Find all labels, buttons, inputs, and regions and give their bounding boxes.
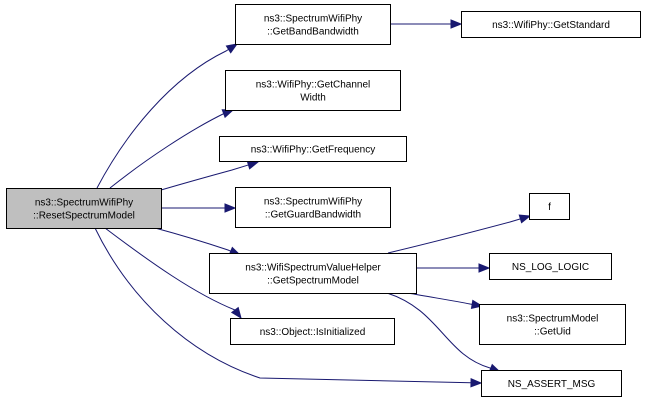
node-box [461,11,641,38]
node-label: ns3::WifiPhy::GetChannel [256,80,371,91]
node-nsAssertMsg[interactable]: NS_ASSERT_MSG [481,370,622,397]
edge-root-to-getBandBandwidth [96,43,239,189]
node-label: ns3::Object::IsInitialized [260,327,366,338]
edge-root-to-nsAssertMsg [94,227,483,388]
node-label: ns3::SpectrumModel [507,314,599,325]
node-label: f [548,202,551,213]
arrowhead-icon [230,306,242,320]
edge-root-to-isInitialized [104,227,242,320]
edge-line [104,227,236,311]
node-label: ::GetSpectrumModel [267,276,359,287]
node-box [230,318,395,345]
node-label: ns3::WifiPhy::GetFrequency [251,145,376,156]
node-getUid[interactable]: ns3::SpectrumModel::GetUid [479,304,626,345]
edges-layer [94,19,532,388]
node-box [225,70,401,111]
edge-line [154,227,231,252]
edge-getSpectrumModel-to-f [387,214,532,254]
node-getGuardBandwidth[interactable]: ns3::SpectrumWifiPhy::GetGuardBandwidth [235,187,391,228]
node-box [209,253,417,294]
edge-getSpectrumModel-to-nsLogLogic [416,263,491,273]
edge-line [387,218,521,254]
node-getFrequency[interactable]: ns3::WifiPhy::GetFrequency [219,136,407,162]
edge-line [94,227,472,384]
edge-root-to-getSpectrumModel [154,227,242,256]
node-label: ns3::SpectrumWifiPhy [35,198,133,209]
arrowhead-icon [225,43,239,54]
edge-root-to-getGuardBandwidth [160,203,237,213]
node-label: ::GetUid [534,327,571,338]
node-label: Width [300,93,326,104]
node-box [529,193,570,220]
node-label: ns3::SpectrumWifiPhy [264,197,362,208]
node-box [479,304,626,345]
edge-line [407,292,473,305]
node-label: ::GetBandBandwidth [267,27,359,38]
arrowhead-icon [470,378,483,388]
arrowhead-icon [450,19,463,29]
node-getBandBandwidth[interactable]: ns3::SpectrumWifiPhy::GetBandBandwidth [235,4,391,45]
node-f[interactable]: f [529,193,570,220]
node-label: ::GetGuardBandwidth [265,210,361,221]
edge-root-to-getFrequency [160,160,260,191]
arrowhead-icon [518,214,532,224]
node-box [235,4,391,45]
node-label: NS_LOG_LOGIC [512,262,589,273]
node-label: ns3::WifiSpectrumValueHelper [245,263,381,274]
node-root[interactable]: ns3::SpectrumWifiPhy::ResetSpectrumModel [6,188,162,229]
node-box [489,253,612,280]
node-box [219,136,407,162]
edge-getBandBandwidth-to-getStandard [389,19,463,29]
edge-line [160,164,249,191]
node-label: ::ResetSpectrumModel [33,211,135,222]
node-label: NS_ASSERT_MSG [508,379,596,390]
node-getStandard[interactable]: ns3::WifiPhy::GetStandard [461,11,641,38]
edge-root-to-getChannelWidth [109,109,235,189]
node-nsLogLogic[interactable]: NS_LOG_LOGIC [489,253,612,280]
node-getSpectrumModel[interactable]: ns3::WifiSpectrumValueHelper::GetSpectru… [209,253,417,294]
node-box [235,187,391,228]
node-box [6,188,162,229]
node-box [481,370,622,397]
edge-line [109,112,226,189]
edge-getSpectrumModel-to-getUid [407,292,484,309]
edge-line [386,292,491,369]
arrowhead-icon [478,263,491,273]
edge-line [96,48,229,189]
node-label: ns3::SpectrumWifiPhy [264,14,362,25]
node-isInitialized[interactable]: ns3::Object::IsInitialized [230,318,395,345]
arrowhead-icon [246,160,260,170]
node-label: ns3::WifiPhy::GetStandard [492,20,610,31]
arrowhead-icon [224,203,237,213]
nodes-layer: ns3::SpectrumWifiPhy::ResetSpectrumModel… [6,4,641,397]
